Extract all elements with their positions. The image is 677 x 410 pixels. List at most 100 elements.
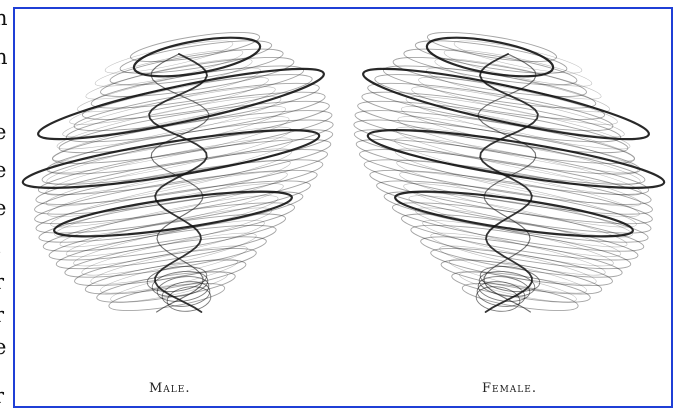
coil-loop — [401, 213, 639, 261]
clipped-char: r — [0, 272, 4, 293]
dark-coil-loop — [53, 190, 293, 238]
coil-loop — [461, 283, 579, 311]
clipped-char: e — [0, 196, 7, 220]
coil-loop — [405, 96, 631, 150]
female-figure — [353, 31, 666, 313]
dark-coil-loop — [21, 129, 321, 189]
dark-coil-loop — [425, 36, 555, 78]
clipped-char: r — [0, 386, 4, 407]
coil-loop — [64, 236, 267, 278]
coil-loop — [400, 106, 636, 162]
coil-loop — [410, 224, 632, 270]
coil-loop — [119, 40, 273, 74]
coil-loop — [45, 148, 293, 207]
figure-illustration — [21, 31, 666, 313]
base-loop — [475, 286, 521, 312]
coil-loop — [376, 180, 652, 234]
coil-loop — [90, 245, 248, 285]
dark-coil-loop — [366, 129, 666, 189]
coil-loop — [48, 116, 290, 173]
base-loop — [478, 271, 536, 297]
base-loop — [146, 265, 208, 293]
coil-loop — [65, 91, 326, 143]
dark-coil-loop — [394, 190, 634, 238]
coil-loop — [34, 159, 324, 215]
coil-loop — [100, 258, 238, 294]
clipped-char: e — [0, 335, 7, 359]
base-loop — [476, 281, 526, 307]
coil-loop — [58, 100, 330, 154]
coil-loop — [50, 171, 288, 228]
coil-loop — [397, 116, 639, 173]
coil-loop — [37, 139, 332, 195]
clipped-text-column: n n , e e e l r r e r — [0, 0, 13, 410]
coil-loop — [425, 67, 611, 113]
coil-loop — [374, 74, 606, 120]
coil-loop — [439, 245, 597, 285]
coil-loop — [359, 149, 652, 205]
figure-selection-frame[interactable]: Male. Female. — [13, 7, 673, 408]
clipped-char: n — [0, 6, 8, 30]
coil-loop — [426, 31, 558, 63]
male-figure — [21, 31, 334, 313]
coil-loop — [355, 139, 650, 195]
coil-loop — [354, 110, 635, 164]
base-loop — [477, 276, 531, 302]
coil-loop — [369, 169, 653, 225]
coil-loop — [394, 137, 642, 196]
coil-loop — [391, 202, 645, 252]
coil-loop — [108, 283, 226, 311]
base-loop — [479, 265, 541, 293]
coil-loop — [35, 149, 328, 205]
base-loop — [161, 281, 211, 307]
coil-loop — [74, 247, 257, 287]
coil-loop — [65, 207, 273, 257]
coil-loop — [38, 191, 304, 243]
coil-loop — [34, 169, 318, 225]
coil-loop — [403, 48, 578, 86]
coil-loop — [100, 57, 295, 97]
clipped-char: e — [0, 120, 7, 144]
coil-loop — [430, 247, 613, 287]
coil-loop — [56, 96, 282, 150]
coil-loop — [109, 48, 284, 86]
clipped-char: l — [0, 236, 1, 257]
helix-strand — [477, 53, 537, 313]
coil-loop — [76, 67, 262, 113]
clipped-char: e — [0, 158, 7, 182]
clipped-char: r — [0, 305, 4, 326]
coil-loop — [392, 57, 587, 97]
clipped-char: n — [0, 45, 8, 69]
dark-coil-loop — [362, 67, 650, 141]
coil-loop — [414, 40, 568, 74]
base-loop — [166, 286, 212, 312]
coil-loop — [48, 213, 286, 261]
base-loop — [156, 276, 210, 302]
coil-loop — [45, 137, 293, 196]
coil-loop — [363, 159, 653, 215]
coil-loop — [418, 76, 618, 125]
coil-loop — [42, 202, 296, 252]
coil-loop — [55, 224, 277, 270]
coil-loop — [449, 258, 587, 294]
coil-loop — [367, 82, 614, 132]
helix-strand — [150, 53, 210, 313]
coil-loop — [51, 106, 287, 162]
coil-loop — [69, 76, 269, 125]
base-loop — [151, 271, 209, 297]
coil-loop — [73, 82, 320, 132]
coil-loop — [383, 191, 649, 243]
dark-coil-loop — [37, 67, 325, 141]
coil-loop — [361, 91, 622, 143]
helix-strand — [148, 53, 208, 313]
female-caption: Female. — [482, 381, 537, 396]
coil-loop — [81, 74, 313, 120]
coil-loop — [35, 180, 311, 234]
coil-loop — [420, 236, 623, 278]
coil-loop — [129, 31, 261, 63]
helix-strand — [479, 53, 539, 313]
coil-loop — [52, 110, 333, 164]
coil-loop — [394, 148, 642, 207]
clipped-char: , — [0, 85, 1, 106]
coil-loop — [357, 100, 629, 154]
